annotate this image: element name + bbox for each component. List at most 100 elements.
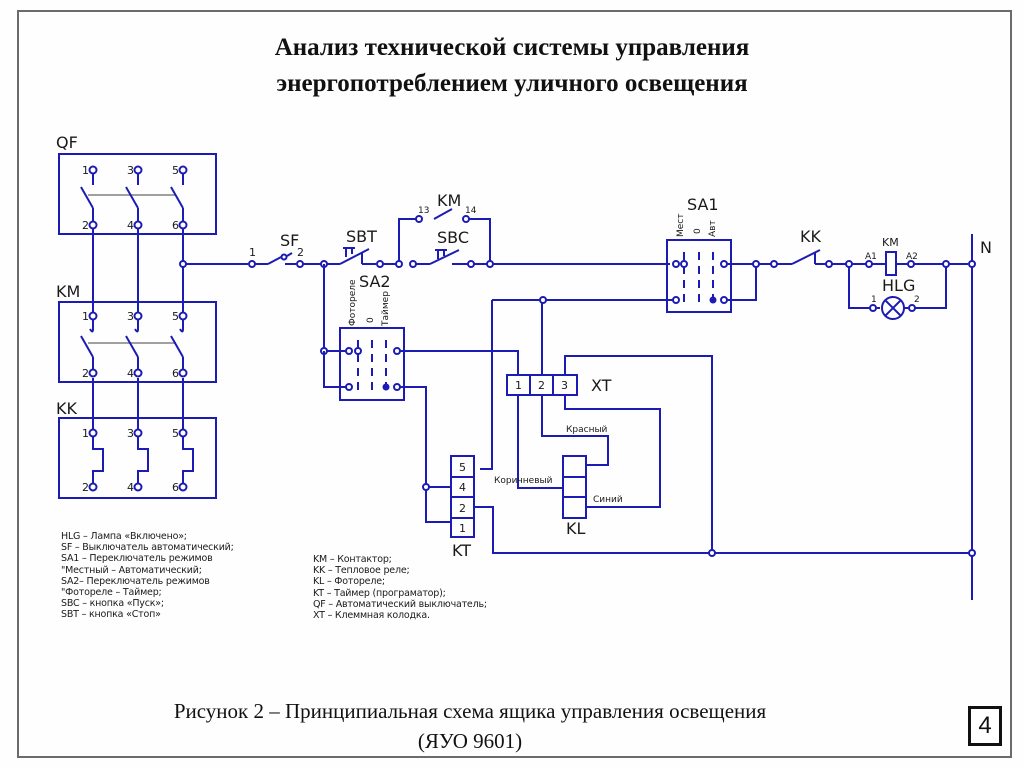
legend-right: KM – Контактор; KK – Тепловое реле; KL –… xyxy=(313,554,487,621)
sa2-position-timer: Таймер xyxy=(381,291,391,327)
sa2-mode-switch: SA2 Фотореле 0 Таймер xyxy=(320,264,519,523)
km-contactor-power: KM 1 3 5 2 4 6 xyxy=(56,282,217,383)
legend-item: SBT – кнопка «Стоп» xyxy=(61,609,161,621)
km-power-terminal-5: 5 xyxy=(172,310,179,323)
legend-item: HLG – Лампа «Включено»; xyxy=(61,531,187,542)
km-coil-label: KM xyxy=(882,236,899,249)
legend-item: KT – Таймер (програматор); xyxy=(313,587,446,599)
kk-power-terminal-6: 6 xyxy=(172,481,179,494)
sa1-position-auto: Авт xyxy=(708,220,718,237)
wire-label-red: Красный xyxy=(566,425,608,435)
km-power-terminal-2: 2 xyxy=(82,367,89,380)
xt-terminal-3: 3 xyxy=(561,379,568,392)
xt-label: XT xyxy=(591,376,612,395)
legend-item: "Фотореле – Таймер; xyxy=(61,587,162,599)
hlg-terminal-2: 2 xyxy=(914,295,920,305)
sbt-label: SBT xyxy=(346,227,377,246)
hlg-lamp: HLG 1 2 xyxy=(848,267,947,320)
kk-power-terminal-4: 4 xyxy=(127,481,134,494)
xt-terminal-block: 1 2 3 XT xyxy=(506,374,612,396)
kl-label: KL xyxy=(566,519,585,538)
hlg-terminal-1: 1 xyxy=(871,295,877,305)
sf-breaker: SF 1 2 xyxy=(248,231,321,268)
qf-terminal-2: 2 xyxy=(82,219,89,232)
wire-label-blue: Синий xyxy=(593,495,623,505)
slide-frame xyxy=(17,10,1012,758)
legend-item: KL – Фотореле; xyxy=(313,576,385,588)
km-power-label: KM xyxy=(56,282,80,301)
sa2-position-photorelay: Фотореле xyxy=(348,279,358,326)
kl-photorelay: KL xyxy=(562,455,587,538)
kk-power-label: KK xyxy=(56,399,77,418)
qf-terminal-3: 3 xyxy=(127,164,134,177)
kt-terminal-5: 5 xyxy=(459,461,466,474)
title-line-2: энергопотреблением уличного освещения xyxy=(276,70,748,97)
km-power-terminal-4: 4 xyxy=(127,367,134,380)
kk-thermal-relay-power: KK 1 3 5 2 4 6 xyxy=(56,399,217,499)
legend-item: KM – Контактор; xyxy=(313,554,392,565)
caption-line-1: Рисунок 2 – Принципиальная схема ящика у… xyxy=(173,699,767,723)
kk-contact-label: KK xyxy=(800,227,821,246)
legend-item: SA2– Переключатель режимов xyxy=(61,575,210,587)
km-aux-terminal-14: 14 xyxy=(465,206,477,216)
km-coil-terminal-a2: A2 xyxy=(906,252,918,262)
title-line-1: Анализ технической системы управления xyxy=(274,34,750,61)
qf-pole-1 xyxy=(80,165,98,230)
power-bus-wires xyxy=(92,229,184,432)
hlg-label: HLG xyxy=(882,276,915,295)
legend-left: HLG – Лампа «Включено»; SF – Выключатель… xyxy=(61,531,234,621)
km-power-terminal-3: 3 xyxy=(127,310,134,323)
sa1-mode-switch: SA1 Мест 0 Авт xyxy=(541,195,778,376)
qf-pole-3 xyxy=(170,165,188,230)
sa1-position-zero: 0 xyxy=(693,228,703,234)
legend-item: "Местный – Автоматический; xyxy=(61,564,202,576)
kk-power-terminal-3: 3 xyxy=(127,427,134,440)
km-coil: KM A1 A2 xyxy=(852,236,968,276)
caption-line-2: (ЯУО 9601) xyxy=(417,729,523,753)
legend-item: SBC – кнопка «Пуск»; xyxy=(61,598,164,610)
sf-terminal-2: 2 xyxy=(297,246,304,259)
kt-timer: 5 4 2 1 KT xyxy=(450,455,475,560)
km-power-terminal-6: 6 xyxy=(172,367,179,380)
page-number: 4 xyxy=(968,706,1002,746)
km-aux-label: KM xyxy=(437,191,461,210)
qf-label: QF xyxy=(56,133,78,152)
xt-terminal-1: 1 xyxy=(515,379,522,392)
xt-terminal-2: 2 xyxy=(538,379,545,392)
control-wires xyxy=(422,296,969,557)
kk-power-terminal-1: 1 xyxy=(82,427,89,440)
legend-item: QF – Автоматический выключатель; xyxy=(313,598,487,610)
kt-terminal-1: 1 xyxy=(459,522,466,535)
legend-item: SF – Выключатель автоматический; xyxy=(61,542,234,554)
kt-terminal-4: 4 xyxy=(459,481,466,494)
sa2-position-zero: 0 xyxy=(366,317,376,323)
sf-terminal-1: 1 xyxy=(249,246,256,259)
sbc-label: SBC xyxy=(437,228,469,247)
qf-pole-2 xyxy=(125,165,143,230)
neutral-bus: N xyxy=(968,234,992,600)
km-power-terminal-1: 1 xyxy=(82,310,89,323)
legend-item: KK – Тепловое реле; xyxy=(313,565,410,577)
kk-contact-control: KK xyxy=(777,227,853,268)
kk-power-terminal-5: 5 xyxy=(172,427,179,440)
km-aux-terminal-13: 13 xyxy=(418,206,429,216)
figure-caption: Рисунок 2 – Принципиальная схема ящика у… xyxy=(90,696,850,756)
sa1-position-local: Мест xyxy=(676,214,686,238)
sa2-label: SA2 xyxy=(359,272,391,291)
control-line-main xyxy=(179,260,248,268)
wire-label-brown: Коричневый xyxy=(494,476,553,486)
sbc-start-button: SBC xyxy=(395,228,670,268)
neutral-label: N xyxy=(980,238,992,257)
qf-terminal-4: 4 xyxy=(127,219,134,232)
qf-terminal-5: 5 xyxy=(172,164,179,177)
kt-label: KT xyxy=(452,541,471,560)
km-aux-contact: KM 13 14 xyxy=(398,191,491,264)
qf-breaker: QF 1 3 5 2 4 6 xyxy=(56,133,217,235)
qf-terminal-1: 1 xyxy=(82,164,89,177)
kt-terminal-2: 2 xyxy=(459,502,466,515)
sf-label: SF xyxy=(280,231,299,250)
km-coil-terminal-a1: A1 xyxy=(865,252,877,262)
legend-item: XT – Клеммная колодка. xyxy=(313,610,430,622)
legend-item: SA1 – Переключатель режимов xyxy=(61,553,213,565)
